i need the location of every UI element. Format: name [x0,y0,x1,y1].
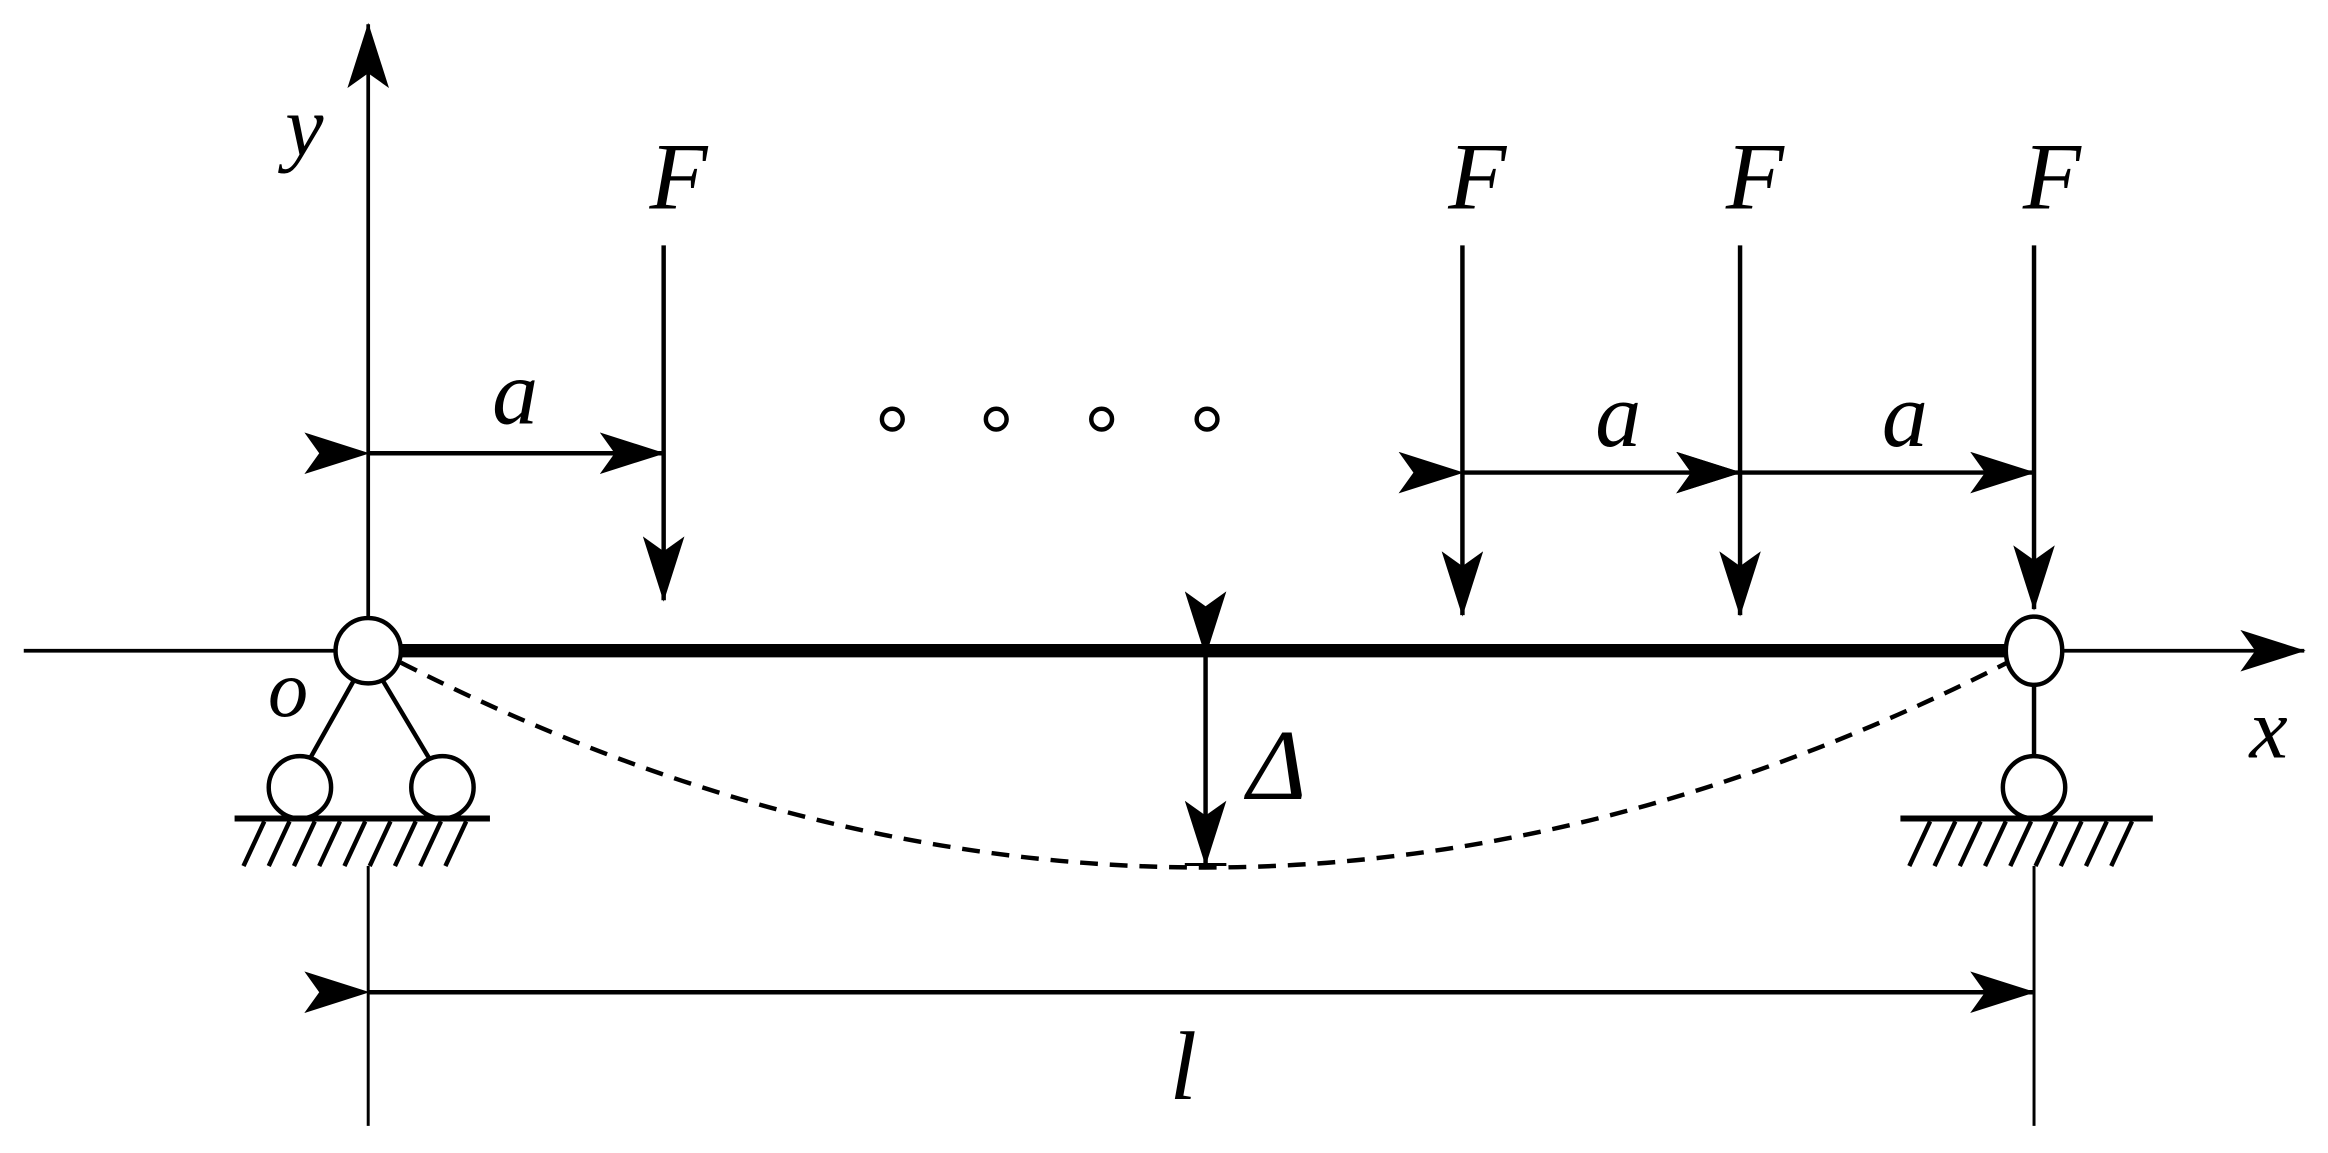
force-label-2: F [1447,123,1507,229]
spacing-dimension-1: a [304,342,666,475]
force-label-3: F [1725,123,1785,229]
spacing-label-3: a [1882,364,1928,466]
deflection-dimension: Δ [1184,591,1306,867]
spacing-dimension-3: a [1676,364,2036,494]
left-pin-support [234,615,490,867]
spacing-label-2: a [1595,364,1641,466]
left-roller-1 [266,753,334,821]
deflection-curve [399,660,2009,870]
right-roller-support [1900,614,2153,867]
spacing-label-1: a [492,342,538,444]
left-roller-2 [409,753,476,821]
right-roller [2000,753,2068,821]
span-label: l [1170,1013,1197,1121]
origin-label: o [268,646,308,734]
left-ground-hatch [241,820,469,867]
spacing-dimension-2: a [1398,364,1742,494]
y-axis-label: y [277,78,324,174]
ellipsis-dots [879,406,1220,432]
right-hinge [2003,614,2065,688]
left-hinge [333,615,404,686]
applied-forces: F F F F [642,123,2082,617]
x-axis-label: x [2247,681,2287,777]
right-ground-hatch [1907,820,2135,867]
deflection-label: Δ [1243,709,1306,821]
force-label-1: F [648,123,708,229]
force-label-4: F [2022,123,2082,229]
span-dimension: l [304,866,2036,1126]
